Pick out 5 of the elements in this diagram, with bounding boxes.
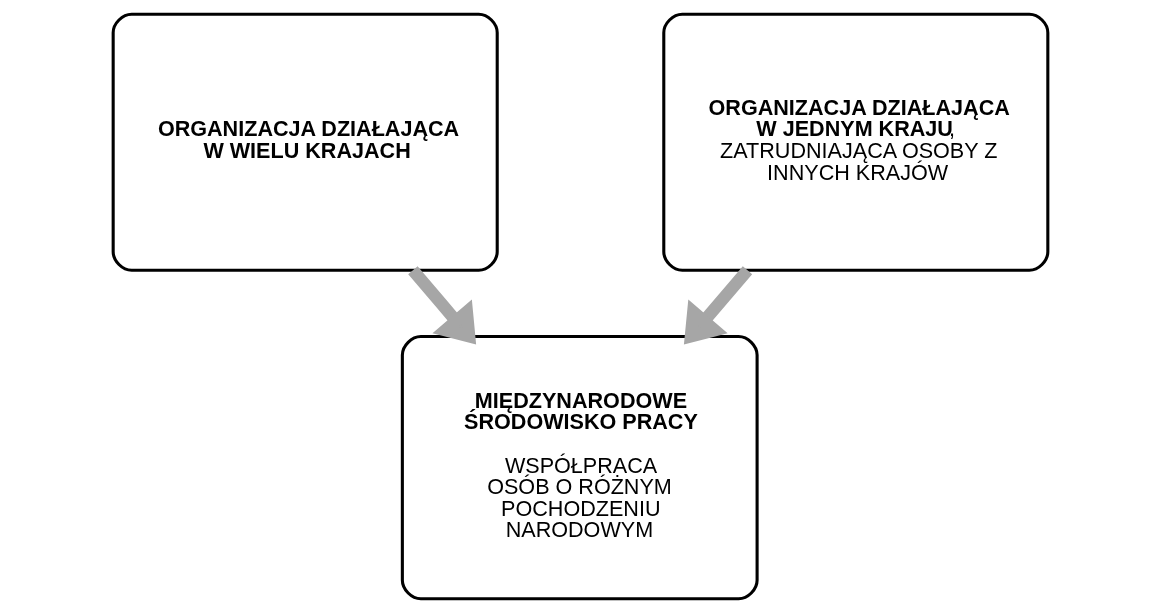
arrow bbox=[683, 266, 752, 345]
node-box: ORGANIZACJA DZIAŁAJĄCA W JEDNYM KRAJU, ZATRUDNIAJĄCA OSOBY Z INNYCH KRAJÓW bbox=[661, 12, 1049, 272]
node-box: ORGANIZACJA DZIAŁAJĄCA W WIELU KRAJACH bbox=[111, 12, 499, 272]
node-box: MIĘDZYNARODOWE ŚRODOWISKO PRACY WSPÓŁPRACA OSÓB O RÓŻNYM POCHODZENIU NARODOWYM bbox=[400, 335, 759, 601]
arrow bbox=[407, 266, 476, 345]
